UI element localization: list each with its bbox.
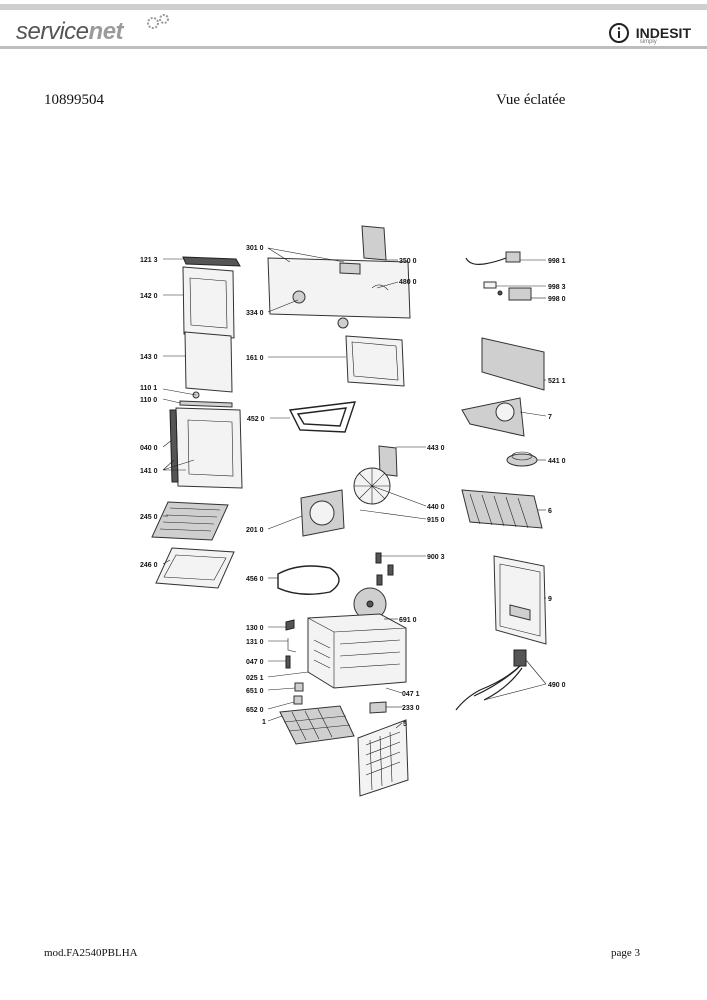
label-334-0: 334 0: [246, 310, 264, 317]
label-452-0: 452 0: [247, 416, 265, 423]
label-443-0: 443 0: [427, 445, 445, 452]
fan-motor-443: [378, 445, 398, 477]
label-651-0: 651 0: [246, 688, 264, 695]
label-440-0: 440 0: [427, 504, 445, 511]
label-456-0: 456 0: [246, 576, 264, 583]
label-233-0: 233 0: [402, 705, 420, 712]
door-trim-121: [182, 256, 241, 267]
footer-page-number: page 3: [611, 947, 641, 959]
fan-cover-201: [300, 489, 345, 537]
label-900-3: 900 3: [427, 554, 445, 561]
cooling-fan-7: [461, 397, 525, 437]
oven-cavity: [307, 613, 407, 689]
inner-glass-143: [184, 331, 233, 393]
label-110-0: 110 0: [140, 397, 157, 404]
label-131-0: 131 0: [246, 639, 264, 646]
indesit-i-icon: [608, 23, 629, 43]
grill-tray-245: [151, 501, 229, 541]
electronic-board-350: [361, 225, 387, 261]
heating-element-452: [288, 401, 357, 433]
wiring-harness-490: [455, 649, 527, 711]
sensors-900: [375, 552, 394, 586]
label-490-0: 490 0: [548, 682, 566, 689]
page-title: Vue éclatée: [496, 92, 566, 108]
header-bottom-bar: [0, 46, 707, 49]
label-201-0: 201 0: [246, 527, 264, 534]
label-121-3: 121 3: [140, 257, 158, 264]
oven-seal-161: [345, 335, 405, 387]
label-143-0: 143 0: [140, 354, 158, 361]
outer-glass-142: [182, 266, 235, 339]
label-691-0: 691 0: [399, 617, 417, 624]
label-521-1: 521 1: [548, 378, 566, 385]
label-998-0: 998 0: [548, 296, 566, 303]
label-040-0: 040 0: [140, 445, 158, 452]
label-9: 9: [548, 596, 552, 603]
circular-element-456: [277, 565, 340, 595]
power-cord-998: [465, 251, 521, 265]
brand-tagline: simply: [639, 39, 657, 45]
document-number: 10899504: [44, 92, 104, 108]
brand-name: INDESIT: [635, 25, 691, 41]
logo-text-service: service: [16, 18, 89, 45]
control-panel-301: [267, 257, 411, 329]
indesit-logo: INDESIT simply: [608, 22, 691, 45]
label-6: 6: [548, 508, 552, 515]
label-441-0: 441 0: [548, 458, 566, 465]
label-1: 1: [262, 719, 266, 726]
label-480-0: 480 0: [399, 279, 417, 286]
inner-door-141: [169, 407, 243, 489]
label-998-1: 998 1: [548, 258, 566, 265]
footer-model: mod.FA2540PBLHA: [44, 947, 138, 959]
rear-panel-5: [357, 719, 409, 797]
label-998-3: 998 3: [548, 284, 566, 291]
label-142-0: 142 0: [140, 293, 158, 300]
terminal-blocks-998: [483, 281, 532, 301]
label-915-0: 915 0: [427, 517, 445, 524]
header-top-bar: [0, 4, 707, 10]
label-245-0: 245 0: [140, 514, 158, 521]
door-switch-233: [369, 701, 387, 714]
label-350-0: 350 0: [399, 258, 417, 265]
fan-motor-441: [506, 451, 538, 467]
bottom-element-1: [279, 705, 355, 745]
control-board-521: [481, 337, 545, 391]
label-025-1: 025 1: [246, 675, 264, 682]
label-5: 5: [403, 721, 407, 728]
label-301-0: 301 0: [246, 245, 264, 252]
gears-icon: [147, 14, 169, 29]
label-047-0: 047 0: [246, 659, 264, 666]
small-parts-130: [285, 619, 304, 705]
baking-tray-246: [155, 547, 235, 589]
label-110-1: 110 1: [140, 385, 157, 392]
label-047-1: 047 1: [402, 691, 420, 698]
label-130-0: 130 0: [246, 625, 264, 632]
servicenet-logo: servicenet: [16, 18, 124, 46]
logo-text-net: net: [88, 18, 124, 45]
wire-shelf-6: [461, 489, 543, 529]
label-7: 7: [548, 414, 552, 421]
side-panel-9: [493, 555, 547, 645]
label-246-0: 246 0: [140, 562, 158, 569]
label-161-0: 161 0: [246, 355, 264, 362]
label-141-0: 141 0: [140, 468, 158, 475]
label-652-0: 652 0: [246, 707, 264, 714]
